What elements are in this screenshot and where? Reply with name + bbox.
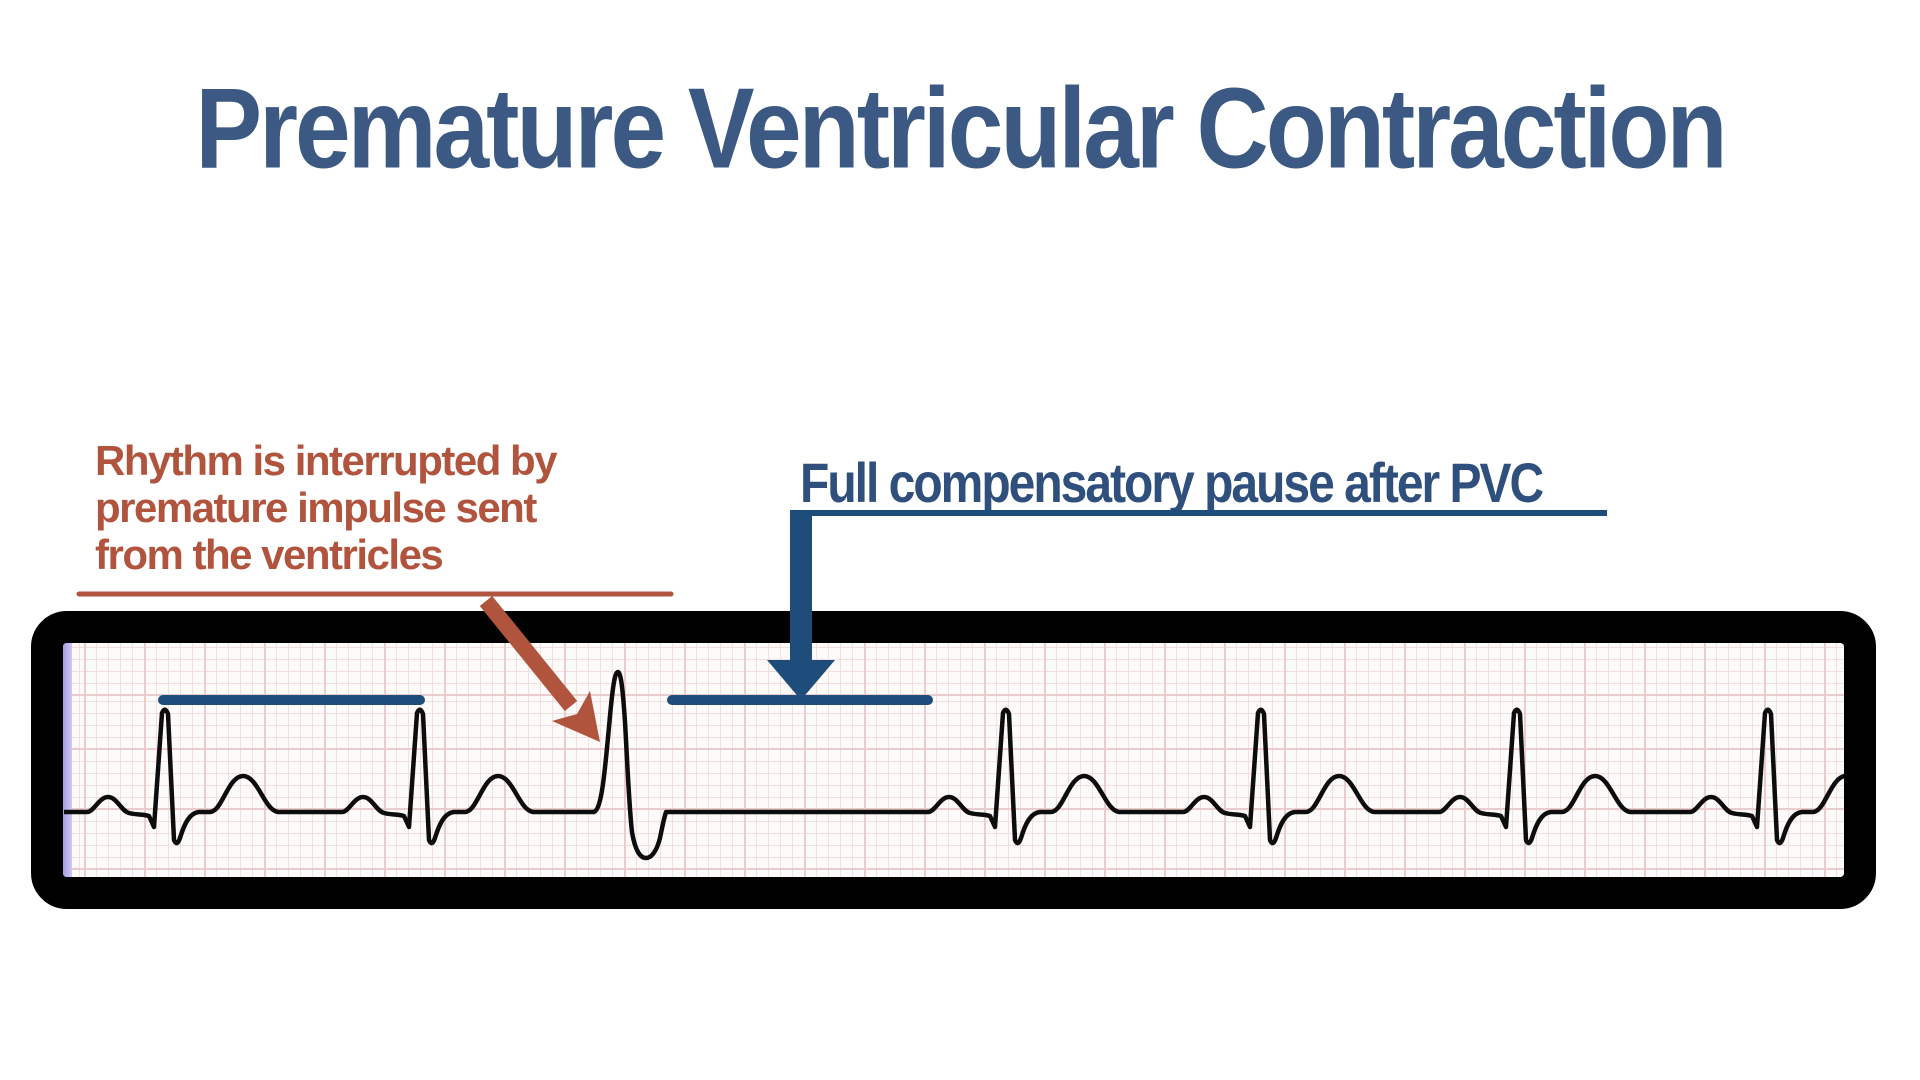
ecg-strip-frame (31, 611, 1876, 909)
calibration-stripe (63, 643, 72, 877)
annotation-premature-impulse: Rhythm is interrupted by premature impul… (95, 437, 558, 578)
annotation-compensatory-pause: Full compensatory pause after PVC (800, 453, 1544, 515)
annotation-premature-impulse-line1: Rhythm is interrupted by (95, 437, 558, 484)
annotation-premature-impulse-line3: from the ventricles (95, 531, 444, 578)
page-title: Premature Ventricular Contraction (195, 65, 1727, 193)
ecg-grid-paper (63, 643, 1844, 877)
annotation-premature-impulse-line2: premature impulse sent (95, 484, 537, 531)
